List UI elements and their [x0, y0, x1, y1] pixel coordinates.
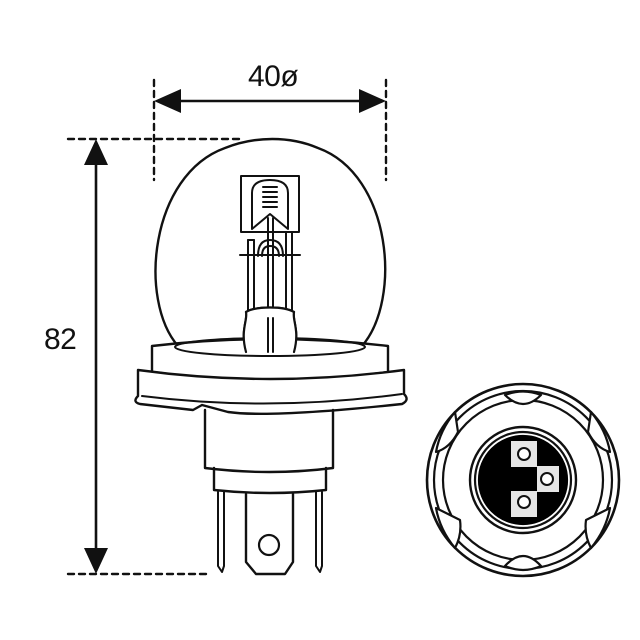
bulb-end-view	[425, 382, 621, 578]
filament-coil	[262, 186, 278, 208]
glass-bulb-outline	[154, 137, 387, 348]
shield-cup	[251, 179, 289, 230]
arrowhead-up-icon	[84, 139, 108, 165]
shield-frame	[240, 175, 300, 233]
terminal-left	[217, 491, 225, 573]
arrowhead-down-icon	[84, 548, 108, 574]
lower-flange-edge	[141, 393, 403, 405]
terminal-right	[315, 491, 323, 573]
terminal-center	[244, 492, 295, 576]
dimension-label-height: 82	[44, 323, 77, 356]
insulator-face	[477, 434, 569, 526]
width-dimension	[152, 78, 388, 182]
lower-flange	[134, 368, 408, 415]
bulb-side-view	[134, 137, 408, 576]
dimension-label-width: 40ø	[248, 60, 299, 93]
insulator-ring-mid	[473, 430, 573, 530]
terminal-hole	[257, 533, 281, 557]
base-sleeve	[203, 408, 335, 474]
ring-notches	[434, 390, 612, 572]
arrowhead-right-icon	[359, 89, 386, 113]
arrowhead-left-icon	[154, 89, 181, 113]
base-collar	[212, 466, 328, 495]
contacts	[511, 441, 559, 517]
outer-ring	[425, 382, 621, 578]
height-dimension	[66, 137, 242, 576]
